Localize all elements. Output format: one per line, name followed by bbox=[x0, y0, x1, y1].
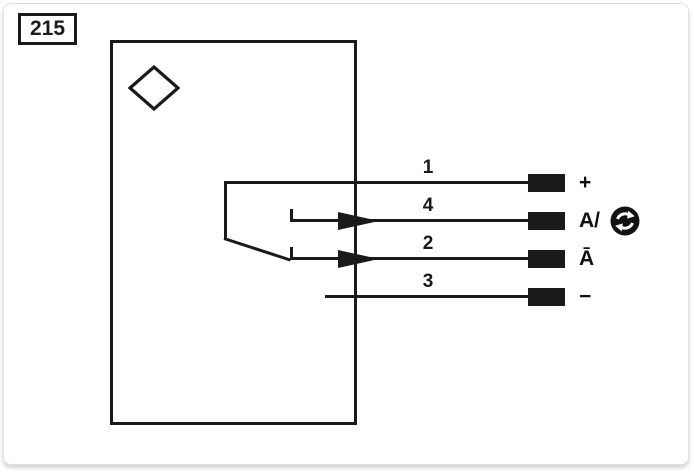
figure-number-badge: 215 bbox=[18, 13, 78, 46]
switch-common-vertical-line bbox=[224, 181, 227, 240]
pin-number-1: 1 bbox=[422, 157, 434, 178]
contact-tick-pin4 bbox=[290, 209, 293, 222]
wire-line-pin1 bbox=[224, 181, 530, 184]
output-arrow-icon-pin2 bbox=[338, 250, 379, 268]
diamond-sensor-icon bbox=[128, 64, 180, 112]
contact-tick-pin2 bbox=[290, 247, 293, 260]
terminal-pin2 bbox=[528, 250, 565, 268]
complementary-output-sync-icon bbox=[610, 206, 640, 236]
pin-number-2: 2 bbox=[422, 233, 434, 254]
terminal-label-a-bar: Ā bbox=[579, 247, 595, 270]
terminal-pin4 bbox=[528, 212, 565, 230]
wire-line-pin4 bbox=[290, 219, 530, 222]
terminal-label-a-out: A/ bbox=[579, 209, 600, 232]
terminal-label-plus: + bbox=[579, 171, 592, 194]
wire-line-pin3 bbox=[325, 295, 530, 298]
output-arrow-icon-pin4 bbox=[338, 212, 379, 230]
figure-number: 215 bbox=[30, 17, 66, 40]
terminal-label-minus: − bbox=[579, 285, 592, 308]
terminal-pin1 bbox=[528, 174, 565, 192]
terminal-pin3 bbox=[528, 288, 565, 306]
pin-number-4: 4 bbox=[422, 195, 434, 216]
wire-line-pin2 bbox=[290, 257, 530, 260]
pin-number-3: 3 bbox=[422, 271, 434, 292]
